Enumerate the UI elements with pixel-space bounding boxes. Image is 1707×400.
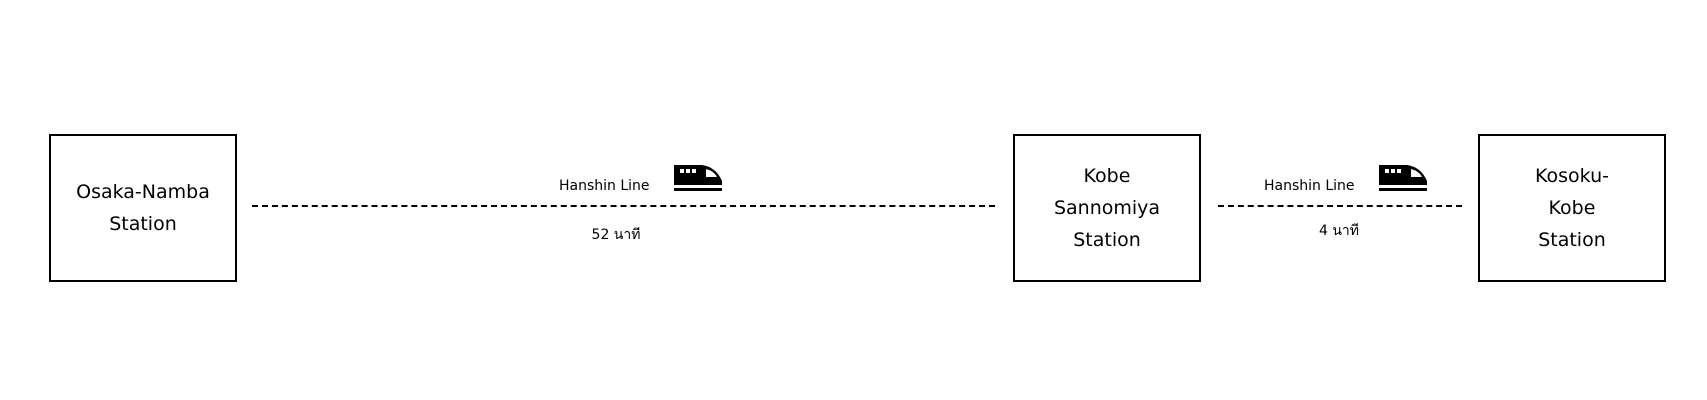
station-label: Station: [1538, 229, 1606, 251]
station-label: Sannomiya: [1053, 197, 1161, 219]
station-label: Kosoku-: [1535, 165, 1609, 187]
station-label: Osaka-Namba: [76, 181, 210, 203]
station-label: Kobe: [1548, 197, 1596, 219]
station-label: Station: [1073, 229, 1141, 251]
train-icon: [674, 165, 722, 191]
train-icon: [1379, 165, 1427, 191]
line-name-1: Hanshin Line: [559, 178, 650, 194]
connection-line-1: [252, 205, 995, 207]
duration-1: 52 นาที: [591, 227, 641, 243]
station-label: Station: [109, 213, 177, 235]
line-name-2: Hanshin Line: [1264, 178, 1355, 194]
station-label: Kobe: [1083, 165, 1131, 187]
duration-2: 4 นาที: [1318, 223, 1360, 239]
connection-line-2: [1218, 205, 1462, 207]
